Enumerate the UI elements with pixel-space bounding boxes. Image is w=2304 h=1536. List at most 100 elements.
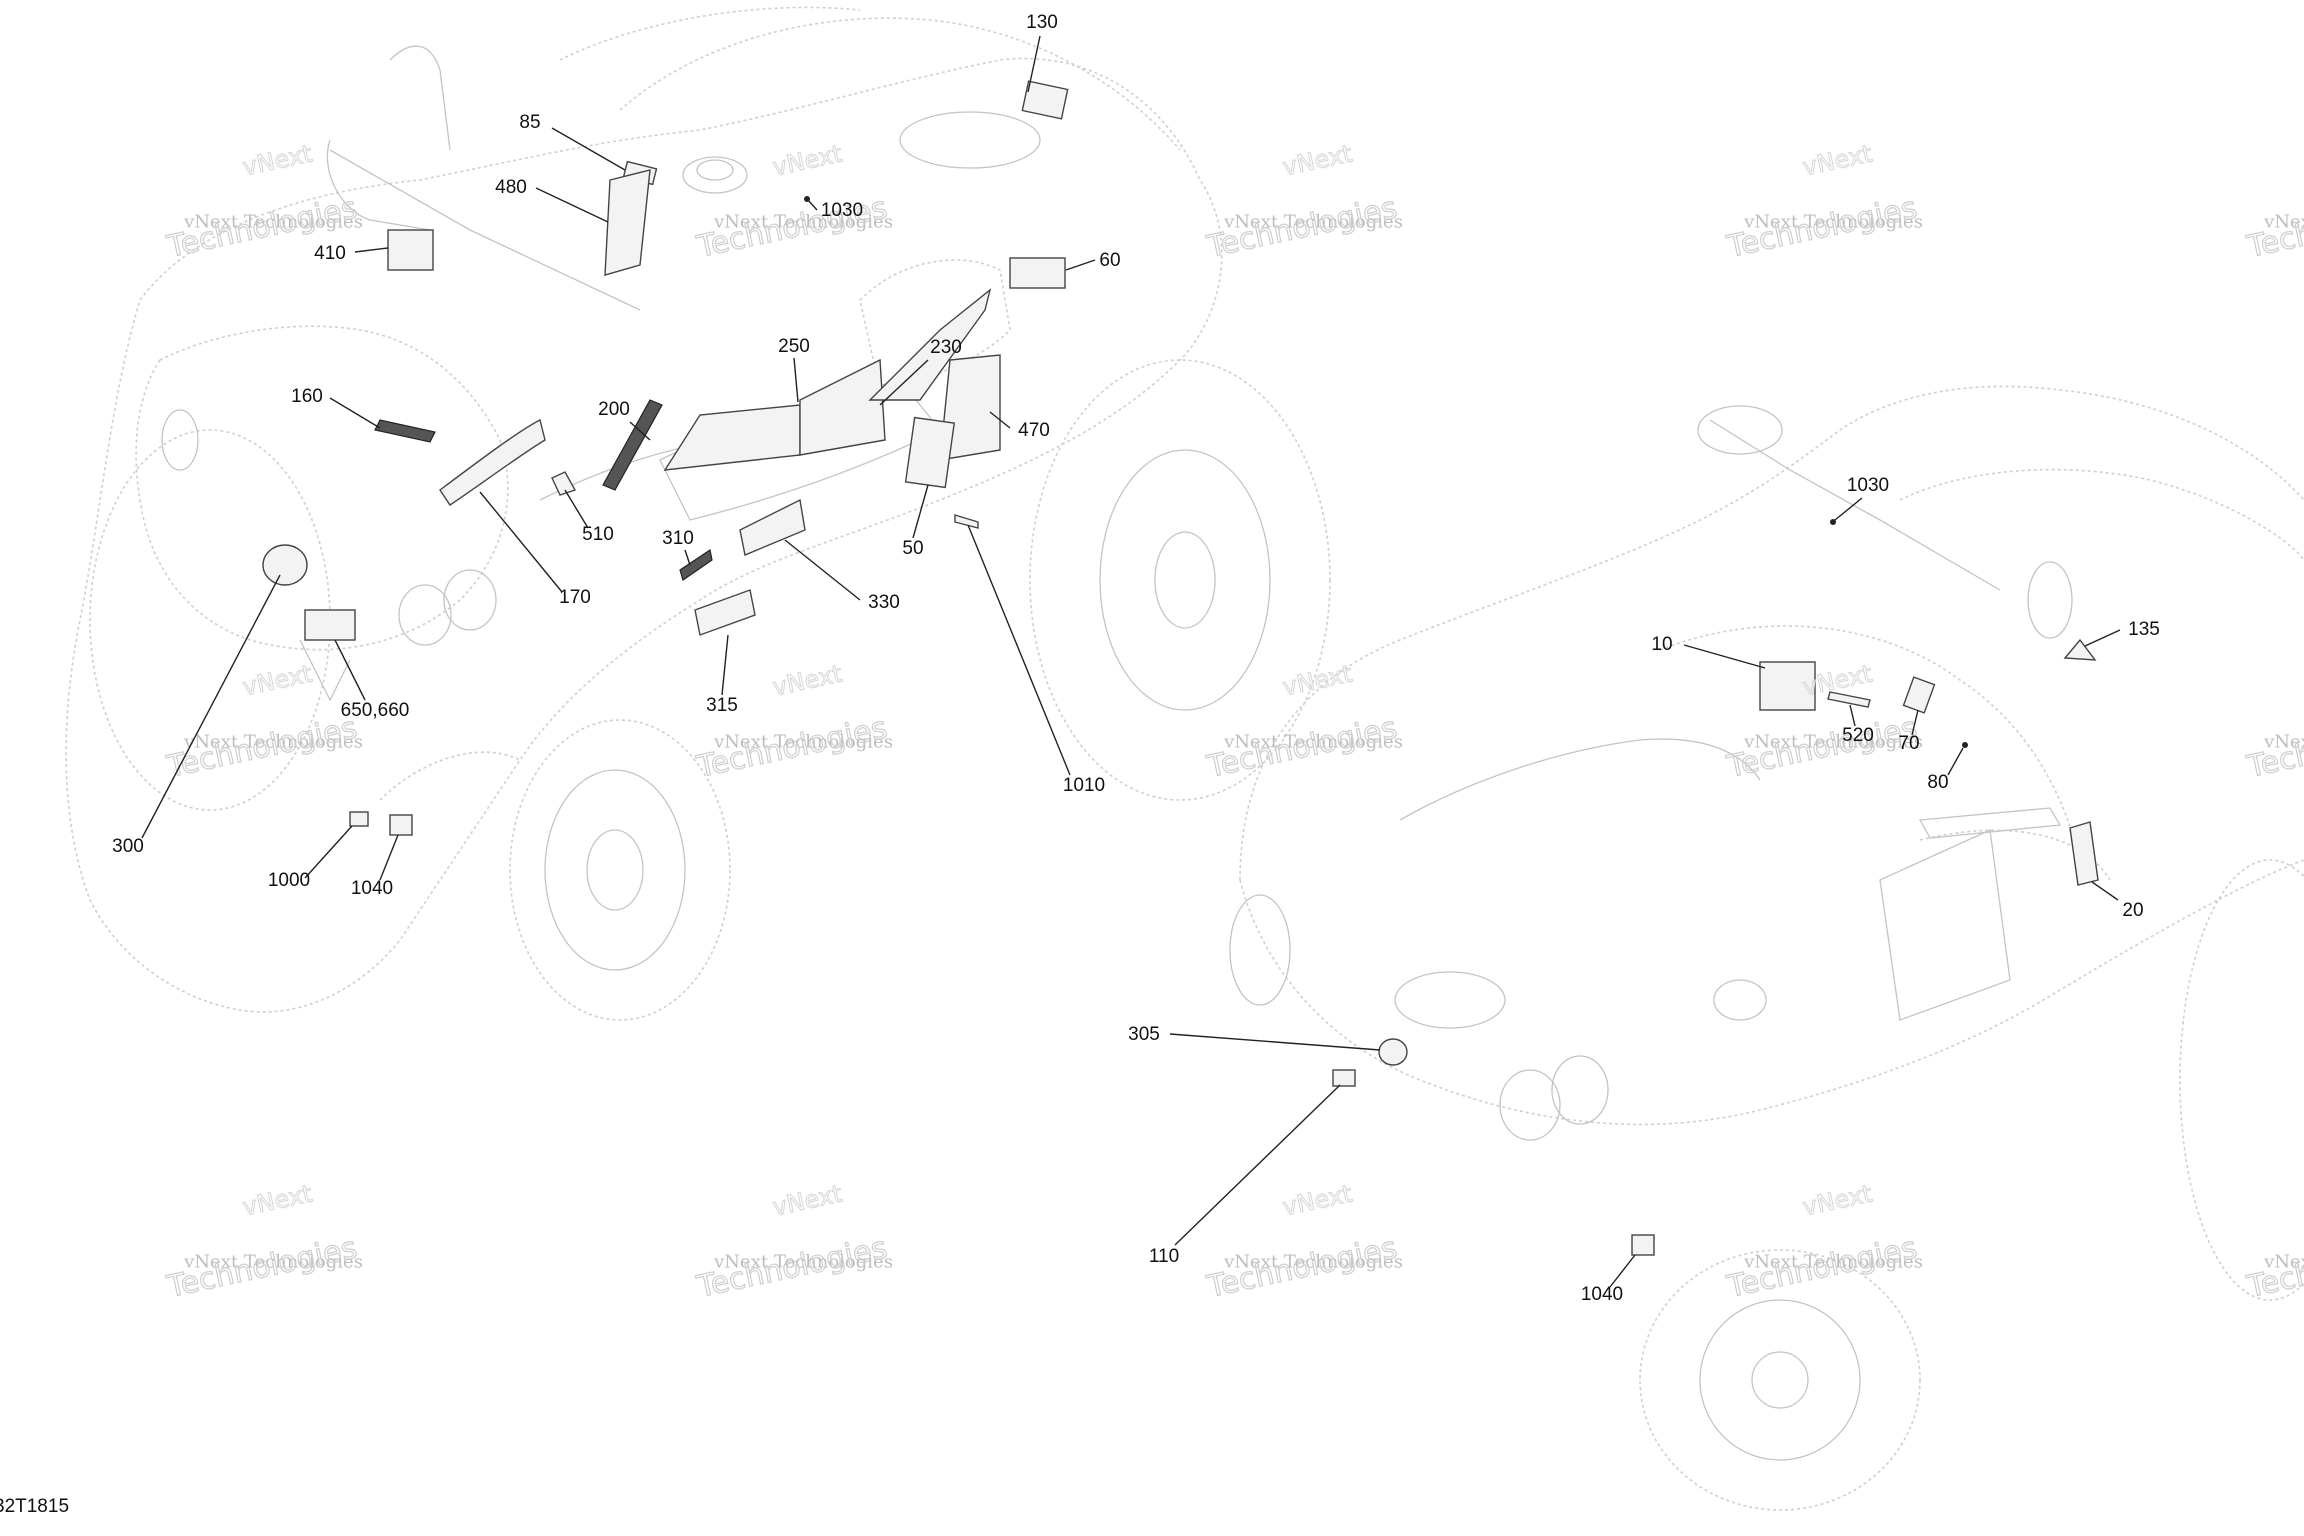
decal-1040b	[1631, 1234, 1655, 1256]
watermark-line0: vNext	[1800, 140, 1874, 182]
decal-250	[663, 404, 801, 471]
decal-70	[1902, 676, 1936, 714]
decal-650	[304, 609, 356, 641]
watermark-line0: vNext	[1280, 660, 1354, 702]
callout-470: 470	[1018, 420, 1050, 441]
decal-315	[694, 589, 756, 636]
figure-code: 32T1815	[0, 1496, 69, 1517]
watermark-line2: Technologies	[2243, 190, 2304, 265]
callout-1010: 1010	[1063, 775, 1105, 796]
watermark-line1: vNext Technologies	[1743, 211, 1923, 232]
watermark-line2: Technologies	[1203, 190, 1400, 265]
leader-line-410	[354, 247, 389, 253]
watermark-line1: vNext Technologies	[1743, 731, 1923, 752]
decal-shapes	[262, 80, 2099, 1256]
watermark-line0: vNext	[770, 660, 844, 702]
decal-305	[1378, 1038, 1408, 1066]
leader-line-135	[2084, 629, 2121, 647]
leader-line-1030	[1834, 497, 1863, 521]
decal-1040a	[389, 814, 413, 836]
decal-130	[1021, 80, 1069, 120]
callout-110: 110	[1149, 1246, 1179, 1267]
leader-line-230	[879, 359, 929, 406]
leader-line-300	[141, 574, 281, 839]
callout-480: 480	[495, 177, 527, 198]
decal-110	[1332, 1069, 1356, 1087]
watermark-line2: Technologies	[163, 1230, 360, 1305]
leader-line-470	[989, 411, 1011, 429]
callout-510: 510	[582, 524, 614, 545]
leader-line-200	[629, 421, 651, 441]
watermark-line2: Technologies	[1203, 710, 1400, 785]
callout-230: 230	[930, 337, 962, 358]
watermark-line0: vNext	[770, 1180, 844, 1222]
callout-1040: 1040	[1581, 1284, 1623, 1305]
watermark-line1: vNext Technologies	[2263, 1251, 2304, 1272]
leader-line-305	[1169, 1033, 1381, 1051]
watermark-line2: Technologies	[1723, 190, 1920, 265]
watermark-line1: vNext Technologies	[183, 731, 363, 752]
decal-50	[904, 416, 956, 489]
leader-line-50	[912, 484, 929, 539]
watermark-line0: vNext	[240, 660, 314, 702]
leader-line-1030	[807, 199, 818, 211]
watermark-line1: vNext Technologies	[183, 1251, 363, 1272]
watermark-line0: vNext	[770, 140, 844, 182]
watermark-line2: Technologies	[693, 710, 890, 785]
decal-520	[1827, 691, 1871, 708]
watermark-line0: vNext	[1800, 1180, 1874, 1222]
leader-line-520	[1849, 704, 1856, 727]
watermark-line1: vNext Technologies	[713, 731, 893, 752]
callout-20: 20	[2122, 900, 2143, 921]
callout-80: 80	[1927, 772, 1948, 793]
leader-line-130	[1027, 35, 1041, 93]
leader-line-1000	[304, 825, 353, 879]
leader-line-1040	[1609, 1254, 1636, 1288]
watermark-line1: vNext Technologies	[2263, 211, 2304, 232]
leader-line-1040	[379, 834, 399, 881]
decal-410	[387, 229, 434, 271]
leader-line-60	[1065, 259, 1096, 271]
leader-line-250	[793, 357, 799, 403]
callout-1030: 1030	[1847, 475, 1889, 496]
callout-130: 130	[1026, 12, 1058, 33]
leader-line-650-660	[334, 639, 366, 701]
decal-1010	[954, 514, 979, 529]
leader-line-170	[479, 491, 563, 593]
watermark-line2: Technologies	[1203, 1230, 1400, 1305]
decal-300	[262, 544, 308, 586]
watermark-line1: vNext Technologies	[1743, 1251, 1923, 1272]
watermark-line2: Technologies	[1723, 710, 1920, 785]
leader-line-110	[1174, 1084, 1341, 1246]
callout-250: 250	[778, 336, 810, 357]
watermark-line2: Technologies	[2243, 710, 2304, 785]
leader-line-310	[684, 549, 691, 566]
callout-50: 50	[902, 538, 923, 559]
leader-lines	[141, 35, 2121, 1288]
decal-310	[679, 549, 713, 581]
watermark-line2: Technologies	[1723, 1230, 1920, 1305]
callout-310: 310	[662, 528, 694, 549]
decal-1000	[349, 811, 369, 827]
decal-200	[602, 399, 663, 491]
decal-20	[2069, 821, 2099, 886]
callout-330: 330	[868, 592, 900, 613]
watermark-line0: vNext	[240, 140, 314, 182]
decal-330	[739, 498, 806, 556]
callout-300: 300	[112, 836, 144, 857]
right-vehicle-sketch	[1229, 385, 2304, 1511]
callout-650-660: 650,660	[341, 700, 410, 721]
decal-170	[439, 418, 546, 506]
decal-80	[1962, 742, 1968, 748]
